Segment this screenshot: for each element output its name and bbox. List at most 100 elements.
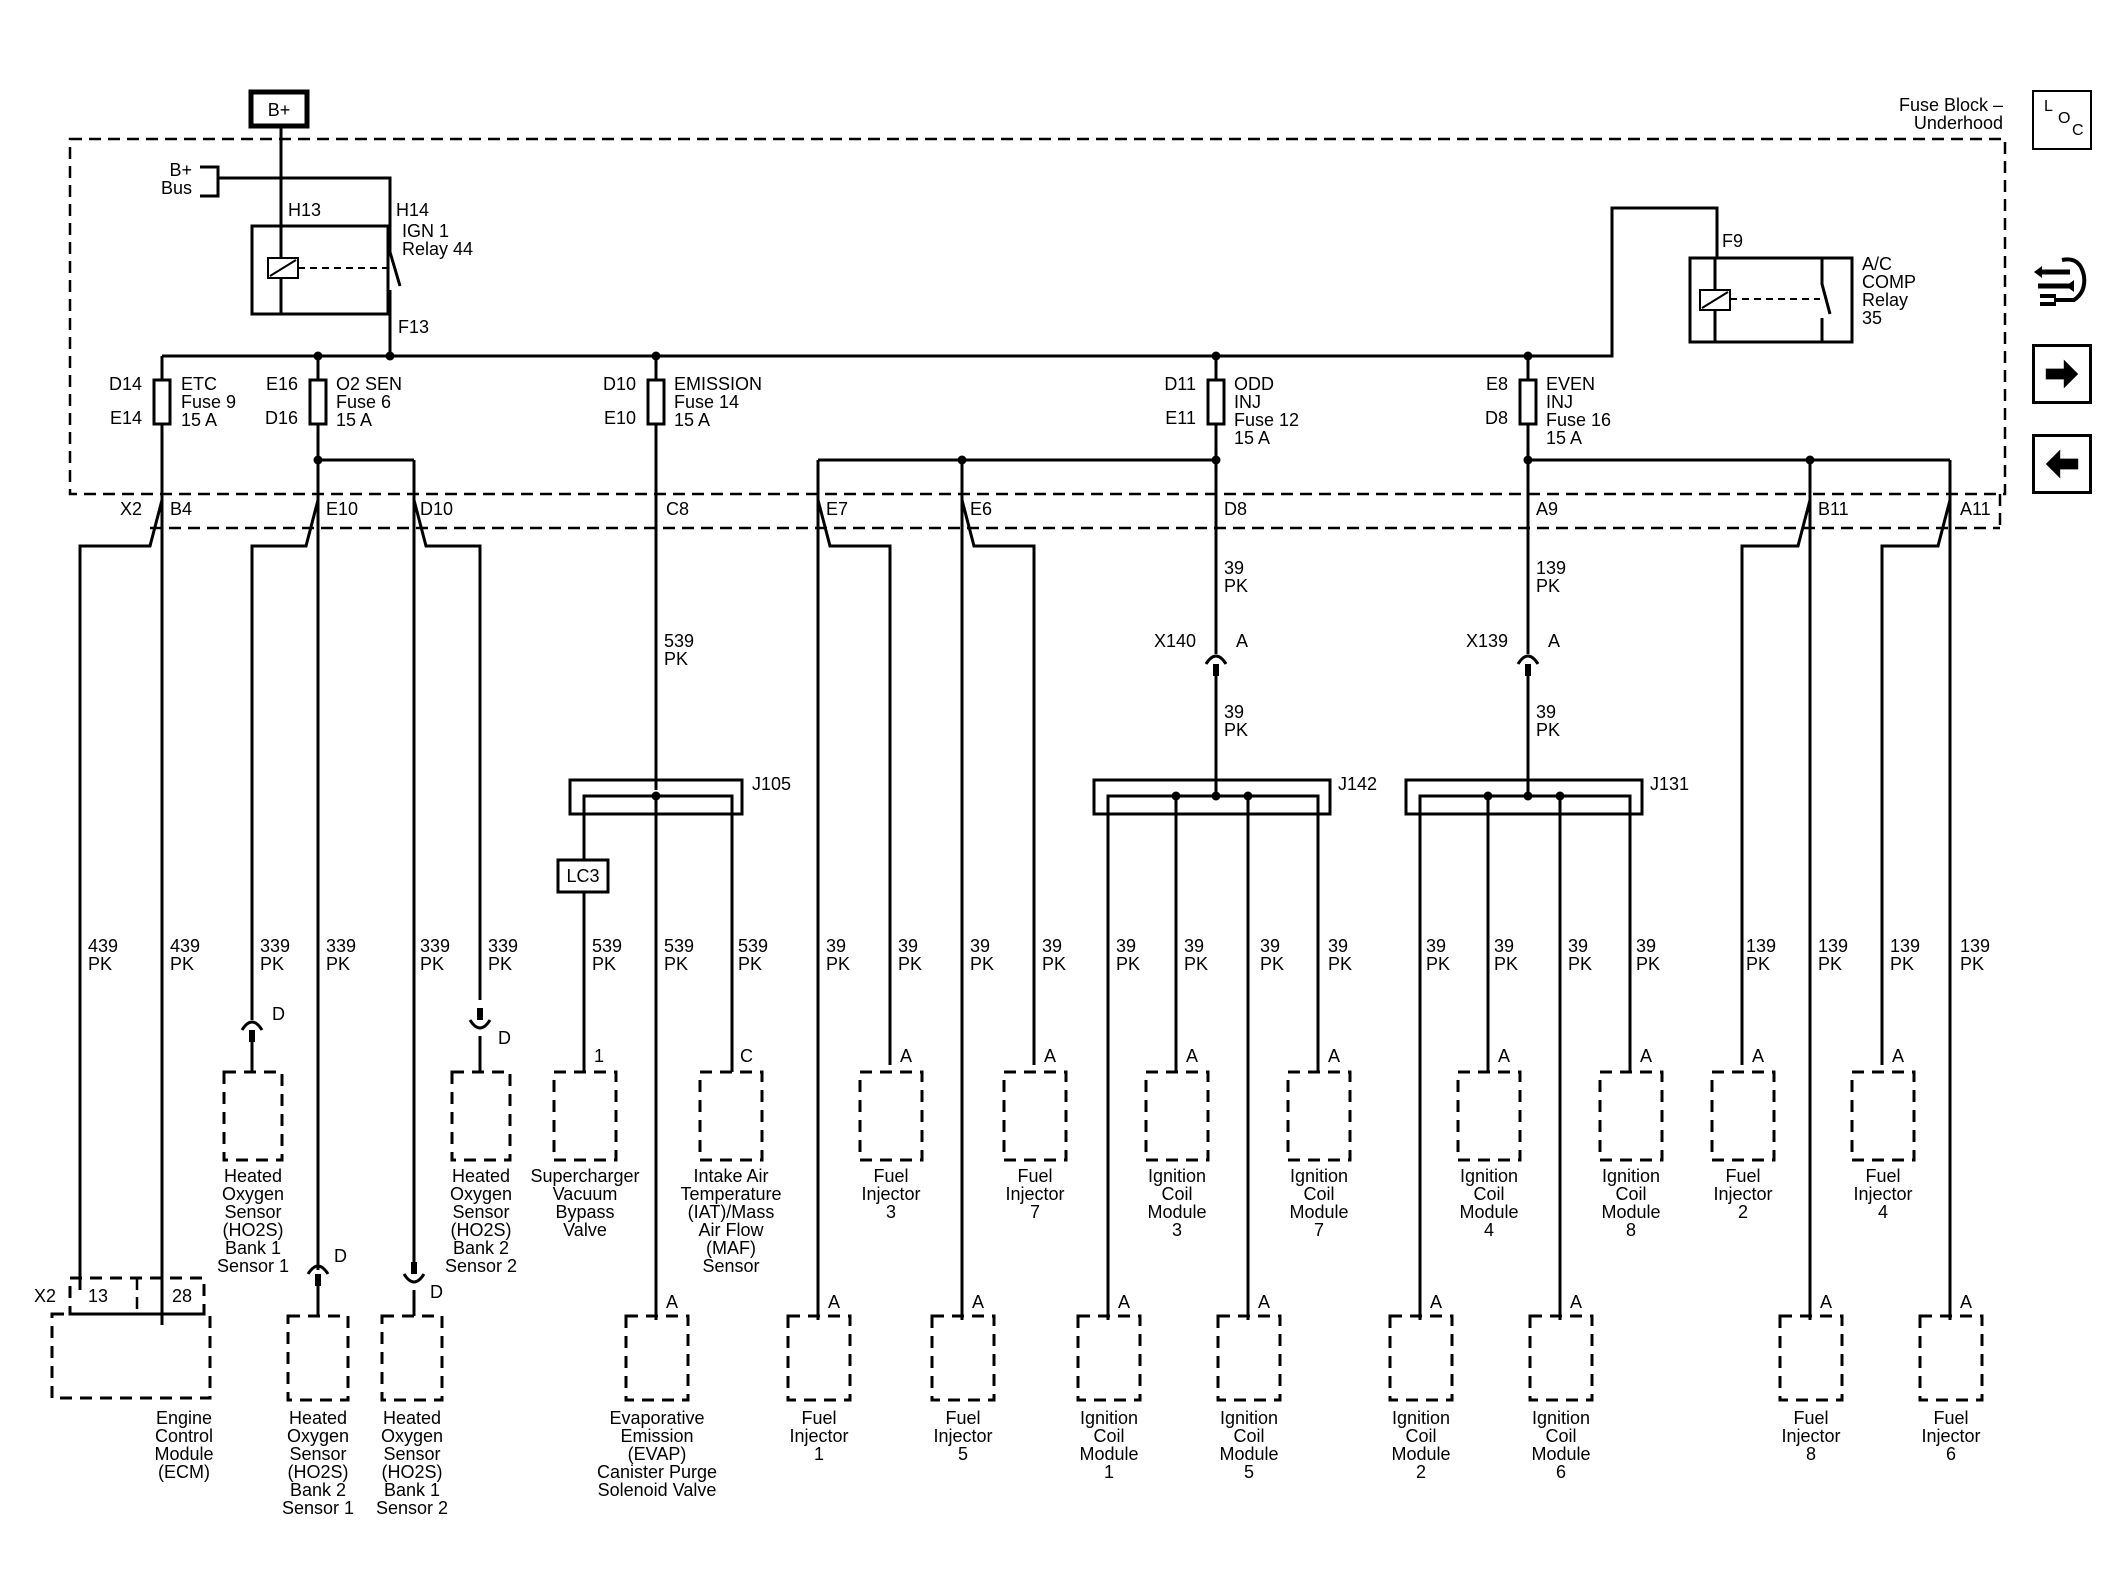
svg-text:439: 439 [170,936,200,956]
svg-text:X2: X2 [34,1286,56,1306]
svg-text:PK: PK [326,954,350,974]
svg-text:28: 28 [172,1286,192,1306]
svg-text:X139: X139 [1466,631,1508,651]
svg-text:39: 39 [898,936,918,956]
svg-text:A: A [900,1046,912,1066]
svg-text:A: A [1430,1292,1442,1312]
previous-page-button[interactable] [2032,434,2092,494]
component-location-button[interactable]: L O C [2032,90,2092,150]
svg-text:PK: PK [1042,954,1066,974]
svg-text:E16: E16 [266,374,298,394]
svg-text:PK: PK [1116,954,1140,974]
ac-comp-relay [1688,256,1854,344]
component-ho2s-bank1-sensor2 [380,1314,444,1402]
svg-text:J142: J142 [1338,774,1377,794]
svg-text:PK: PK [1224,720,1248,740]
svg-text:39: 39 [1042,936,1062,956]
svg-text:Fuse 14: Fuse 14 [674,392,739,412]
svg-text:39: 39 [1636,936,1656,956]
svg-text:J105: J105 [752,774,791,794]
svg-text:INJ: INJ [1546,392,1573,412]
svg-text:ETC: ETC [181,374,217,394]
svg-text:EMISSION: EMISSION [674,374,762,394]
svg-text:39: 39 [1568,936,1588,956]
svg-text:PK: PK [260,954,284,974]
svg-text:339: 339 [260,936,290,956]
component-fuel-injector-3: A [858,1046,924,1162]
pin-a9: A9 [1536,499,1558,519]
svg-text:O2 SEN: O2 SEN [336,374,402,394]
bus-label-2: Bus [161,178,192,198]
svg-text:A: A [1548,631,1560,651]
svg-text:15 A: 15 A [336,410,372,430]
connector-d-ho2s-b1s2: D [402,1262,443,1316]
fuse-block-title-line1: Fuse Block – [1898,95,2003,115]
svg-text:PK: PK [1224,576,1248,596]
inline-connector-x139: X139 A [1466,631,1560,794]
svg-text:A: A [1328,1046,1340,1066]
svg-text:A: A [1570,1292,1582,1312]
fuse-etc: D14 E14 ETC Fuse 9 15 A [109,356,236,1325]
bus-label-1: B+ [169,160,192,180]
svg-text:A: A [1960,1292,1972,1312]
svg-text:D: D [334,1246,347,1266]
svg-text:A: A [1752,1046,1764,1066]
fuse-odd-inj: D11 E11 ODD INJ Fuse 12 15 A [1164,356,1299,654]
component-evap-solenoid: A [624,1292,690,1402]
svg-text:D: D [430,1282,443,1302]
svg-text:15 A: 15 A [1546,428,1582,448]
pin-b11: B11 [1818,499,1849,519]
svg-text:PK: PK [1636,954,1660,974]
svg-text:PK: PK [1746,954,1770,974]
bplus-box [248,89,310,129]
next-page-button[interactable] [2032,344,2092,404]
svg-text:PK: PK [88,954,112,974]
svg-text:39: 39 [970,936,990,956]
svg-text:A: A [972,1292,984,1312]
svg-text:ODD: ODD [1234,374,1274,394]
fuse-emission: D10 E10 EMISSION Fuse 14 15 A [603,356,762,790]
svg-text:PK: PK [592,954,616,974]
main-bus [162,206,1719,358]
svg-text:539: 539 [664,631,694,651]
svg-text:PK: PK [970,954,994,974]
svg-text:39: 39 [1426,936,1446,956]
connector-wire-icon [2034,257,2087,306]
connector-end-view-button[interactable] [2032,252,2092,312]
svg-text:D: D [498,1028,511,1048]
svg-text:Fuse 12: Fuse 12 [1234,410,1299,430]
svg-text:D16: D16 [265,408,298,428]
pin-e6: E6 [970,499,992,519]
svg-text:C: C [740,1046,753,1066]
ac-relay-label-1: A/C [1862,254,1892,274]
connector-d-ho2s-b1s1: D [240,1004,285,1072]
ac-relay-label-4: 35 [1862,308,1882,328]
svg-text:A: A [1186,1046,1198,1066]
svg-text:EVEN: EVEN [1546,374,1595,394]
svg-text:539: 539 [664,936,694,956]
svg-text:139: 139 [1536,558,1566,578]
pin-d10: D10 [420,499,453,519]
svg-text:A: A [1820,1292,1832,1312]
fuse-block-title: Fuse Block – Underhood [1899,96,2003,132]
svg-text:39: 39 [1224,558,1244,578]
svg-text:A: A [1892,1046,1904,1066]
svg-text:Fuse 6: Fuse 6 [336,392,391,412]
component-ignition-coil-7: A [1286,1046,1352,1162]
svg-text:D: D [272,1004,285,1024]
svg-text:39: 39 [1536,702,1556,722]
component-ignition-coil-4: A [1456,1046,1522,1162]
svg-text:E8: E8 [1486,374,1508,394]
svg-text:Fuse 9: Fuse 9 [181,392,236,412]
